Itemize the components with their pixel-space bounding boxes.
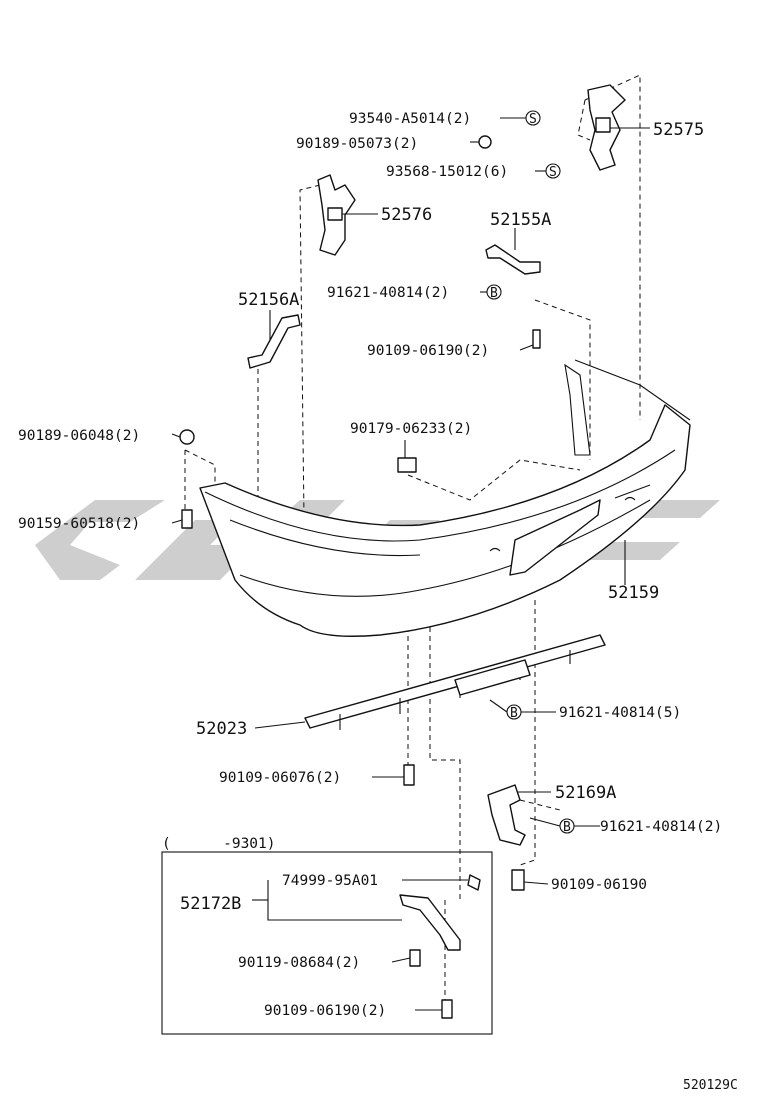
label-52159: 52159: [608, 583, 659, 603]
svg-text:S: S: [529, 112, 537, 127]
svg-text:S: S: [549, 165, 557, 180]
label-52575: 52575: [653, 120, 704, 140]
label-52023: 52023: [196, 719, 247, 739]
label-93540-A5014: 93540-A5014(2): [349, 111, 471, 127]
inset-range-label: ( -9301): [162, 836, 276, 852]
label-90159-60518: 90159-60518(2): [18, 516, 140, 532]
fasteners: [179, 135, 541, 1019]
label-90189-06048: 90189-06048(2): [18, 428, 140, 444]
label-52172B: 52172B: [180, 894, 241, 914]
bracket-52155A: [485, 244, 541, 275]
reinforcement-52023: [304, 634, 606, 730]
inset-box: [161, 851, 493, 1035]
bracket-52156A: [247, 314, 301, 369]
label-52155A: 52155A: [490, 210, 551, 230]
leader-lines: [171, 117, 650, 1011]
label-74999-95A01: 74999-95A01: [282, 873, 378, 889]
label-90109-06190-c: 90109-06190: [551, 877, 647, 893]
label-52156A: 52156A: [238, 290, 299, 310]
diagram-id: 520129C: [683, 1078, 738, 1093]
label-93568-15012: 93568-15012(6): [386, 164, 508, 180]
label-91621-40814-a: 91621-40814(2): [327, 285, 449, 301]
label-90179-06233: 90179-06233(2): [350, 421, 472, 437]
label-90109-06076: 90109-06076(2): [219, 770, 341, 786]
label-90109-06190-d: 90109-06190(2): [264, 1003, 386, 1019]
label-52576: 52576: [381, 205, 432, 225]
label-90119-08684: 90119-08684(2): [238, 955, 360, 971]
svg-text:B: B: [563, 820, 571, 835]
s-marker-group: S S: [525, 110, 561, 180]
svg-text:B: B: [510, 706, 518, 721]
label-90109-06190-a: 90109-06190(2): [367, 343, 489, 359]
label-91621-40814-b: 91621-40814(5): [559, 705, 681, 721]
label-91621-40814-c: 91621-40814(2): [600, 819, 722, 835]
label-90189-05073: 90189-05073(2): [296, 136, 418, 152]
part-labels: 93540-A5014(2) 90189-05073(2) 52575 9356…: [18, 111, 738, 1093]
bracket-52576: [317, 174, 356, 256]
bumper-cover-52159: [199, 359, 691, 637]
bracket-52575: [587, 84, 626, 171]
label-52169A: 52169A: [555, 783, 616, 803]
bracket-52169A: [487, 784, 526, 846]
svg-text:B: B: [490, 286, 498, 301]
